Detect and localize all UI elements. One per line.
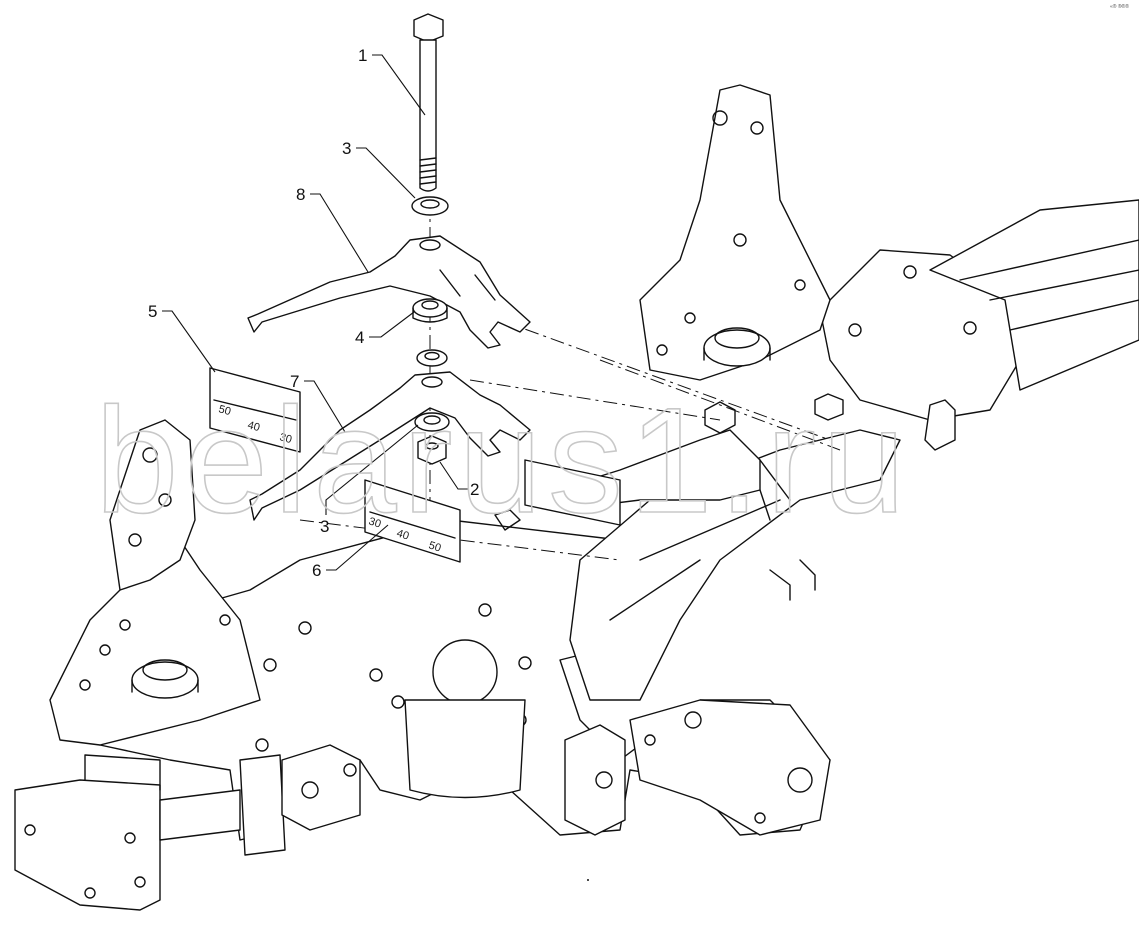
scale-6-tick-2: 50 xyxy=(427,539,442,554)
part-7-lower-lever xyxy=(249,371,531,521)
part-1-bolt xyxy=(413,13,444,192)
part-4-bushing xyxy=(412,298,448,323)
callout-1: 1 xyxy=(358,46,367,65)
stray-dot xyxy=(587,879,589,881)
part-washer-middle xyxy=(416,349,448,367)
callout-5: 5 xyxy=(148,302,157,321)
callout-2: 2 xyxy=(470,480,479,499)
corner-mark: «® ®®® xyxy=(1110,3,1129,10)
part-6-scale-plate: 30 40 50 xyxy=(364,479,461,563)
scale-6-tick-0: 30 xyxy=(367,515,382,530)
watermark: belarus1.ru xyxy=(95,376,911,544)
scale-6-tick-1: 40 xyxy=(395,527,410,542)
callout-4: 4 xyxy=(355,328,364,347)
callout-3-top: 3 xyxy=(342,139,351,158)
part-3-washer-top xyxy=(411,196,449,216)
scale-5-tick-2: 30 xyxy=(278,431,293,446)
part-3-washer-bottom xyxy=(414,412,450,432)
part-8-upper-lever xyxy=(247,235,531,349)
callout-8: 8 xyxy=(296,185,305,204)
scale-5-tick-0: 50 xyxy=(217,403,232,418)
part-5-scale-plate: 50 40 30 xyxy=(209,367,301,453)
assembly-center-lines xyxy=(299,200,841,561)
callout-7: 7 xyxy=(290,372,299,391)
scale-5-tick-1: 40 xyxy=(246,419,261,434)
callouts: 1 3 8 5 4 7 2 3 6 xyxy=(148,46,479,580)
callout-6: 6 xyxy=(312,561,321,580)
callout-3-bottom: 3 xyxy=(320,517,329,536)
part-2-nut xyxy=(417,435,447,465)
front-axle-frame xyxy=(14,84,1139,911)
